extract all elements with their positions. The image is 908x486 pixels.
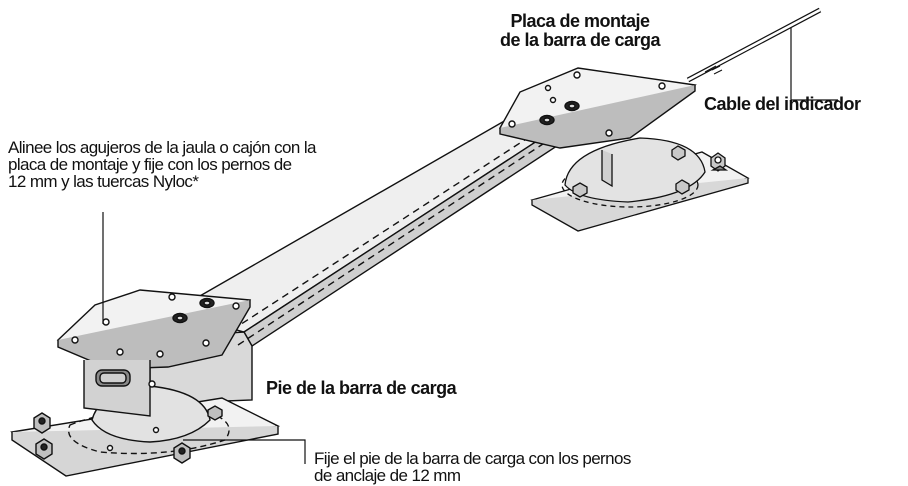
align-note-line1: Alinee los agujeros de la jaula o cajón … xyxy=(8,138,317,157)
near-mounting-plate xyxy=(56,289,252,370)
leader-lines xyxy=(102,28,838,464)
align-note-line3: 12 mm y las tuercas Nyloc* xyxy=(8,172,199,191)
fix-note-label: Fije el pie de la barra de carga con los… xyxy=(314,450,631,484)
top-plate-label-line1: Placa de montaje xyxy=(510,11,650,31)
cable-leader-line xyxy=(790,28,838,101)
fix-note-line1: Fije el pie de la barra de carga con los… xyxy=(314,449,631,468)
align-note-line2: placa de montaje y fije con los pernos d… xyxy=(8,155,292,174)
far-foot xyxy=(530,137,750,232)
near-foot xyxy=(10,360,281,477)
cable-label: Cable del indicador xyxy=(704,94,861,114)
fix-note-leader-line xyxy=(183,439,306,464)
foot-label: Pie de la barra de carga xyxy=(266,378,457,398)
top-plate-label-line2: de la barra de carga xyxy=(499,30,661,50)
top-plate-label: Placa de montaje de la barra de carga xyxy=(440,12,720,50)
indicator-cable xyxy=(686,7,822,83)
align-note-label: Alinee los agujeros de la jaula o cajón … xyxy=(8,138,317,191)
far-mounting-plate xyxy=(498,67,697,149)
fix-note-line2: de anclaje de 12 mm xyxy=(314,466,461,485)
